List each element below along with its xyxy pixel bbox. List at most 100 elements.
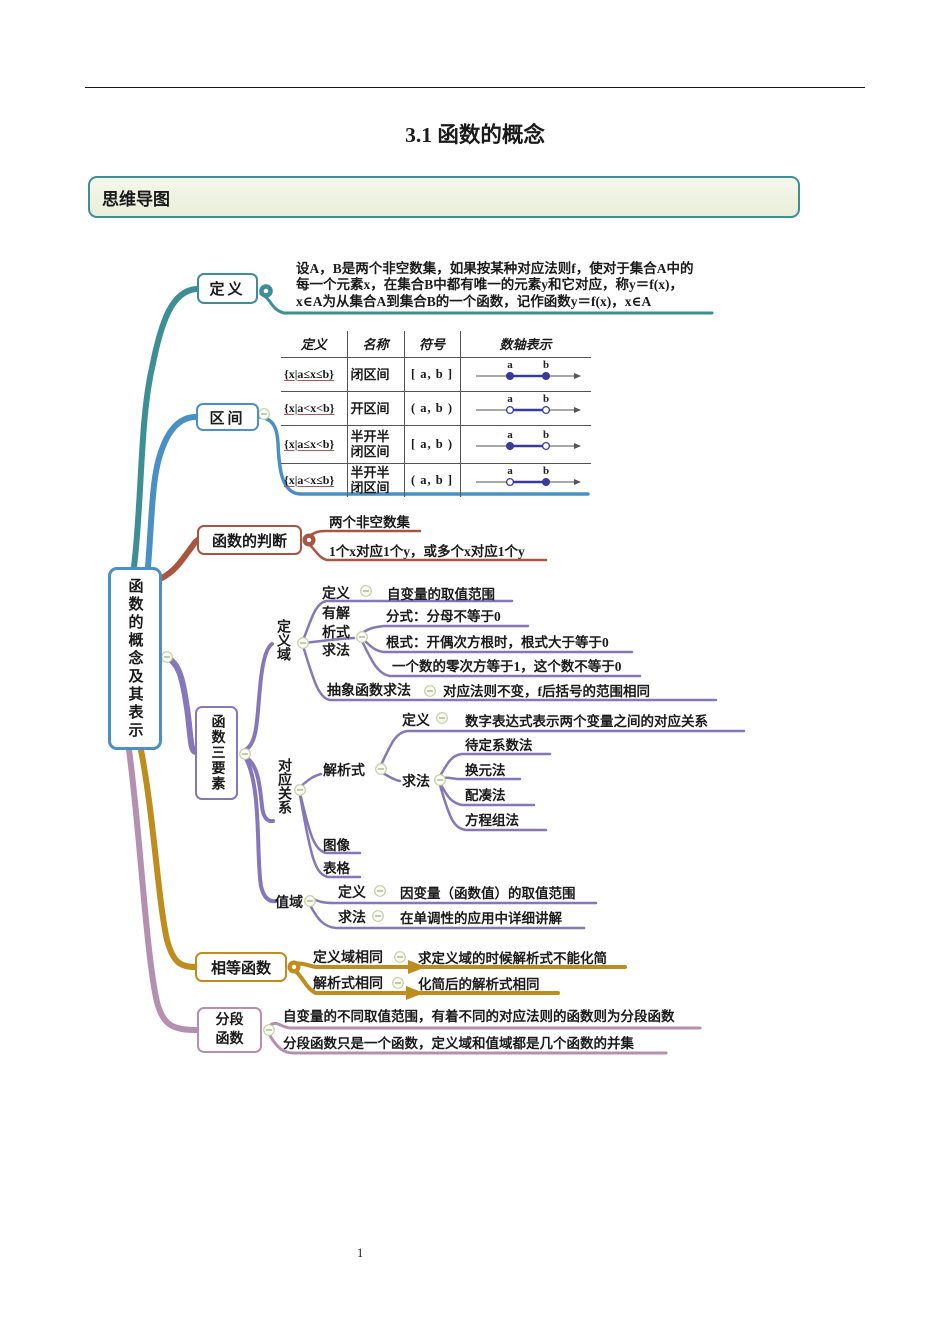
collapse-icon[interactable]: [287, 960, 301, 974]
collapse-icon[interactable]: [304, 895, 316, 907]
number-line-cell: a b: [460, 390, 591, 425]
analytic-item1-line: [360, 624, 530, 635]
method4-line: [438, 783, 548, 832]
collapse-icon[interactable]: [394, 951, 406, 963]
range-methods-line: [308, 903, 586, 930]
branch-interval: [145, 414, 199, 570]
equal-row-label: 解析式相同: [313, 977, 383, 992]
endpoint-a: [505, 477, 514, 486]
root-node: 函数的概念及其表示: [108, 567, 162, 750]
interval-symbol: ( a, b ): [404, 390, 461, 425]
node-interval: 区间: [196, 403, 259, 431]
abstract-label: 抽象函数求法: [327, 684, 411, 699]
endpoint-b: [541, 405, 550, 414]
collapse-icon[interactable]: [239, 748, 251, 760]
number-line-cell: a b: [460, 424, 591, 463]
page-title: 3.1 函数的概念: [405, 123, 545, 147]
equal-row-desc: 求定义域的时候解析式不能化简: [418, 951, 607, 966]
elements-to-correspondence: [243, 755, 275, 824]
endpoint-a-label: a: [507, 359, 513, 371]
set-text: {x|a≤x<b}: [284, 436, 335, 451]
node-equal: 相等函数: [195, 952, 287, 982]
table-row: {x|a≤x<b} 半开半闭区间 [ a, b ) a b: [281, 424, 591, 463]
endpoint-a: [505, 405, 514, 414]
domain-analytic-label: 有解析式求法: [322, 607, 350, 659]
equal-row-label: 定义域相同: [313, 951, 383, 966]
piecewise-item: 自变量的不同取值范围，有着不同的对应法则的函数则为分段函数: [283, 1009, 675, 1024]
endpoint-b: [541, 371, 550, 380]
collapse-icon[interactable]: [372, 910, 384, 922]
branch-piecewise: [126, 747, 200, 1033]
analytic-item: 一个数的零次方等于1，这个数不等于0: [392, 659, 622, 674]
range-methods-desc: 在单调性的应用中详细讲解: [400, 911, 562, 926]
col-header: 数轴表示: [499, 337, 552, 353]
endpoint-a-label: a: [507, 465, 513, 477]
interval-name: 开区间: [347, 390, 405, 425]
col-header: 定义: [281, 331, 348, 357]
judgement-item2-line: [307, 542, 548, 562]
domain-def-desc: 自变量的取值范围: [387, 587, 495, 602]
set-text: {x|a<x<b}: [284, 400, 335, 415]
method-item: 换元法: [465, 763, 506, 778]
collapse-icon[interactable]: [436, 712, 448, 724]
piecewise-item2-line: [267, 1032, 668, 1055]
endpoint-b-label: b: [542, 393, 548, 405]
range-def-desc: 因变量（函数值）的取值范围: [400, 886, 576, 901]
judgement-item: 1个x对应1个y，或多个x对应1个y: [329, 544, 525, 559]
collapse-icon[interactable]: [263, 1024, 275, 1036]
collapse-icon[interactable]: [259, 284, 273, 298]
branch-judgement: [159, 537, 201, 581]
equal-row2-arrow-icon: [406, 986, 424, 1000]
domain-label: 定义域: [275, 619, 290, 661]
collapse-icon[interactable]: [294, 784, 306, 796]
node-piecewise: 分段函数: [197, 1007, 262, 1053]
collapse-icon[interactable]: [302, 533, 316, 547]
collapse-icon[interactable]: [374, 885, 386, 897]
set-notation: {x|a≤x<b}: [281, 424, 348, 463]
range-label: 值域: [275, 896, 303, 911]
collapse-icon[interactable]: [356, 631, 368, 643]
collapse-icon[interactable]: [392, 977, 404, 989]
range-def-label: 定义: [338, 886, 366, 901]
set-notation: {x|a≤x≤b}: [281, 356, 348, 391]
endpoint-b: [541, 477, 550, 486]
collapse-icon[interactable]: [161, 651, 173, 663]
branch-equal: [138, 747, 198, 970]
number-line-cell: a b: [460, 356, 591, 391]
collapse-icon[interactable]: [360, 585, 372, 597]
abstract-desc: 对应法则不变，f后括号的范围相同: [443, 684, 650, 699]
endpoint-b-label: b: [542, 359, 548, 371]
col-header: 符号: [404, 331, 461, 357]
interval-name: 半开半闭区间: [347, 424, 405, 463]
endpoint-a: [505, 441, 514, 450]
definition-line: 每一个元素x，在集合B中都有唯一的元素y和它对应，称y＝f(x)，: [296, 277, 683, 293]
endpoint-b-label: b: [542, 429, 548, 441]
collapse-icon[interactable]: [424, 685, 436, 697]
table-label: 表格: [323, 861, 350, 876]
section-banner-label: 思维导图: [102, 189, 170, 209]
equal-row-desc: 化简后的解析式相同: [418, 977, 540, 992]
table-row: {x|a≤x≤b} 闭区间 [ a, b ] a b: [281, 356, 591, 391]
collapse-icon[interactable]: [297, 637, 309, 649]
judgement-item1-line: [307, 529, 422, 538]
definition-text: 设A，B是两个非空数集，如果按某种对应法则f，使对于集合A中的 每一个元素x，在…: [296, 261, 694, 310]
collapse-icon[interactable]: [375, 763, 387, 775]
set-notation: {x|a<x≤b}: [281, 462, 348, 497]
number-line-cell: a b: [460, 462, 591, 497]
number-line: a b: [475, 359, 581, 380]
branch-elements: [160, 654, 199, 755]
node-elements: 函数三要素: [195, 706, 238, 800]
header-rule: [85, 87, 865, 88]
analytic-item: 根式：开偶次方根时，根式大于等于0: [386, 635, 609, 650]
endpoint-a: [505, 371, 514, 380]
collapse-icon[interactable]: [258, 408, 270, 420]
domain-def-line: [301, 599, 514, 642]
col-header: 名称: [347, 331, 405, 357]
collapse-icon[interactable]: [434, 774, 446, 786]
section-banner: 思维导图: [88, 176, 800, 218]
method-item: 方程组法: [465, 813, 519, 828]
method3-line: [438, 781, 536, 807]
endpoint-a-label: a: [507, 393, 513, 405]
